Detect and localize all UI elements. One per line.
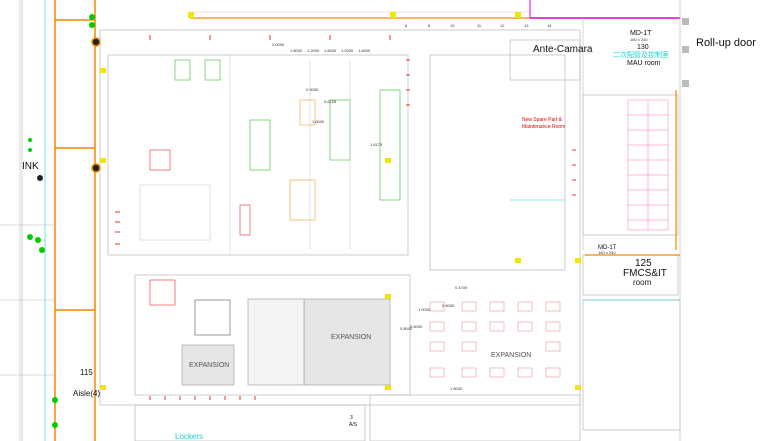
dimension-label: 1.6170 (370, 142, 383, 147)
spare-part-label: New Spare Part & (522, 117, 563, 123)
dimension-label: 1.8000 (450, 386, 463, 391)
rollup-door-label: Roll-up door (696, 37, 756, 49)
md1t-bottom-size: 180 x 240 (598, 250, 616, 255)
dimension-label: 1.6000 (312, 119, 325, 124)
dimension-label: 0.6000 (442, 303, 455, 308)
as-label: A/S (349, 422, 358, 428)
as-number: 3 (350, 415, 353, 421)
grid-number: 14 (547, 23, 552, 28)
maintenance-room-label: Maintenance Room (522, 124, 566, 130)
dimension-label: 1.8000 (358, 48, 371, 53)
mau-room-label: MAU room (627, 60, 661, 67)
expansion-label-3: EXPANSION (491, 352, 532, 359)
dimension-label: 0.8000 (400, 326, 413, 331)
dimension-label: 0.4700 (455, 285, 468, 290)
yellow-markers (100, 12, 581, 390)
green-indicators (27, 14, 95, 428)
dimension-label: 1.8000 (290, 48, 303, 53)
grid-number: 12 (500, 23, 505, 28)
md1t-top-size: 180 x 240 (630, 37, 648, 42)
grid-number: 8 (428, 23, 431, 28)
aisle-number: 115 (80, 368, 93, 377)
aisle-label: Aisle(4) (73, 389, 101, 398)
equipment-linework (139, 55, 401, 336)
dimension-label: 0.6000 (410, 324, 423, 329)
dimension-label: 0.6728 (324, 99, 337, 104)
md1t-bottom-label: MD-1T (598, 245, 617, 251)
ante-camara-label: Ante-Camara (533, 44, 593, 55)
chinese-room-label: 二次配管及控制室 (613, 52, 669, 59)
grid-number: 6 (405, 23, 408, 28)
dimension-label: 1.0000 (418, 307, 431, 312)
md1t-top-label: MD-1T (630, 30, 652, 37)
ink-label: INK (22, 161, 39, 172)
red-tick-marks (115, 35, 576, 400)
column-circle-markers (37, 37, 101, 181)
fmcs-it-label: FMCS&IT (623, 268, 667, 279)
expansion-label-2: EXPANSION (331, 334, 372, 341)
table-grid (429, 301, 561, 378)
grid-number: 10 (450, 23, 455, 28)
left-wall-lines (0, 0, 55, 441)
dimension-label: 1.8000 (324, 48, 337, 53)
dimension-label: 1.2000 (307, 48, 320, 53)
left-structural-lines (54, 0, 96, 441)
expansion-label-1: EXPANSION (189, 362, 230, 369)
dimension-label: 2.0000 (306, 87, 319, 92)
room-125-number: 125 (635, 258, 652, 269)
fmcs-room-word: room (633, 278, 652, 287)
lockers-label: Lockers (175, 432, 204, 441)
cyan-lines (44, 0, 680, 441)
grid-number: 13 (524, 23, 529, 28)
expansion-areas (181, 298, 391, 386)
grid-number: 11 (477, 23, 482, 28)
dimension-label: 1.2000 (341, 48, 354, 53)
mau-room-hatch (627, 99, 669, 231)
dimension-label: 2.0000 (272, 42, 285, 47)
room-130-number: 130 (637, 44, 649, 51)
column-markers (682, 18, 689, 87)
right-orange-walls (585, 90, 680, 256)
